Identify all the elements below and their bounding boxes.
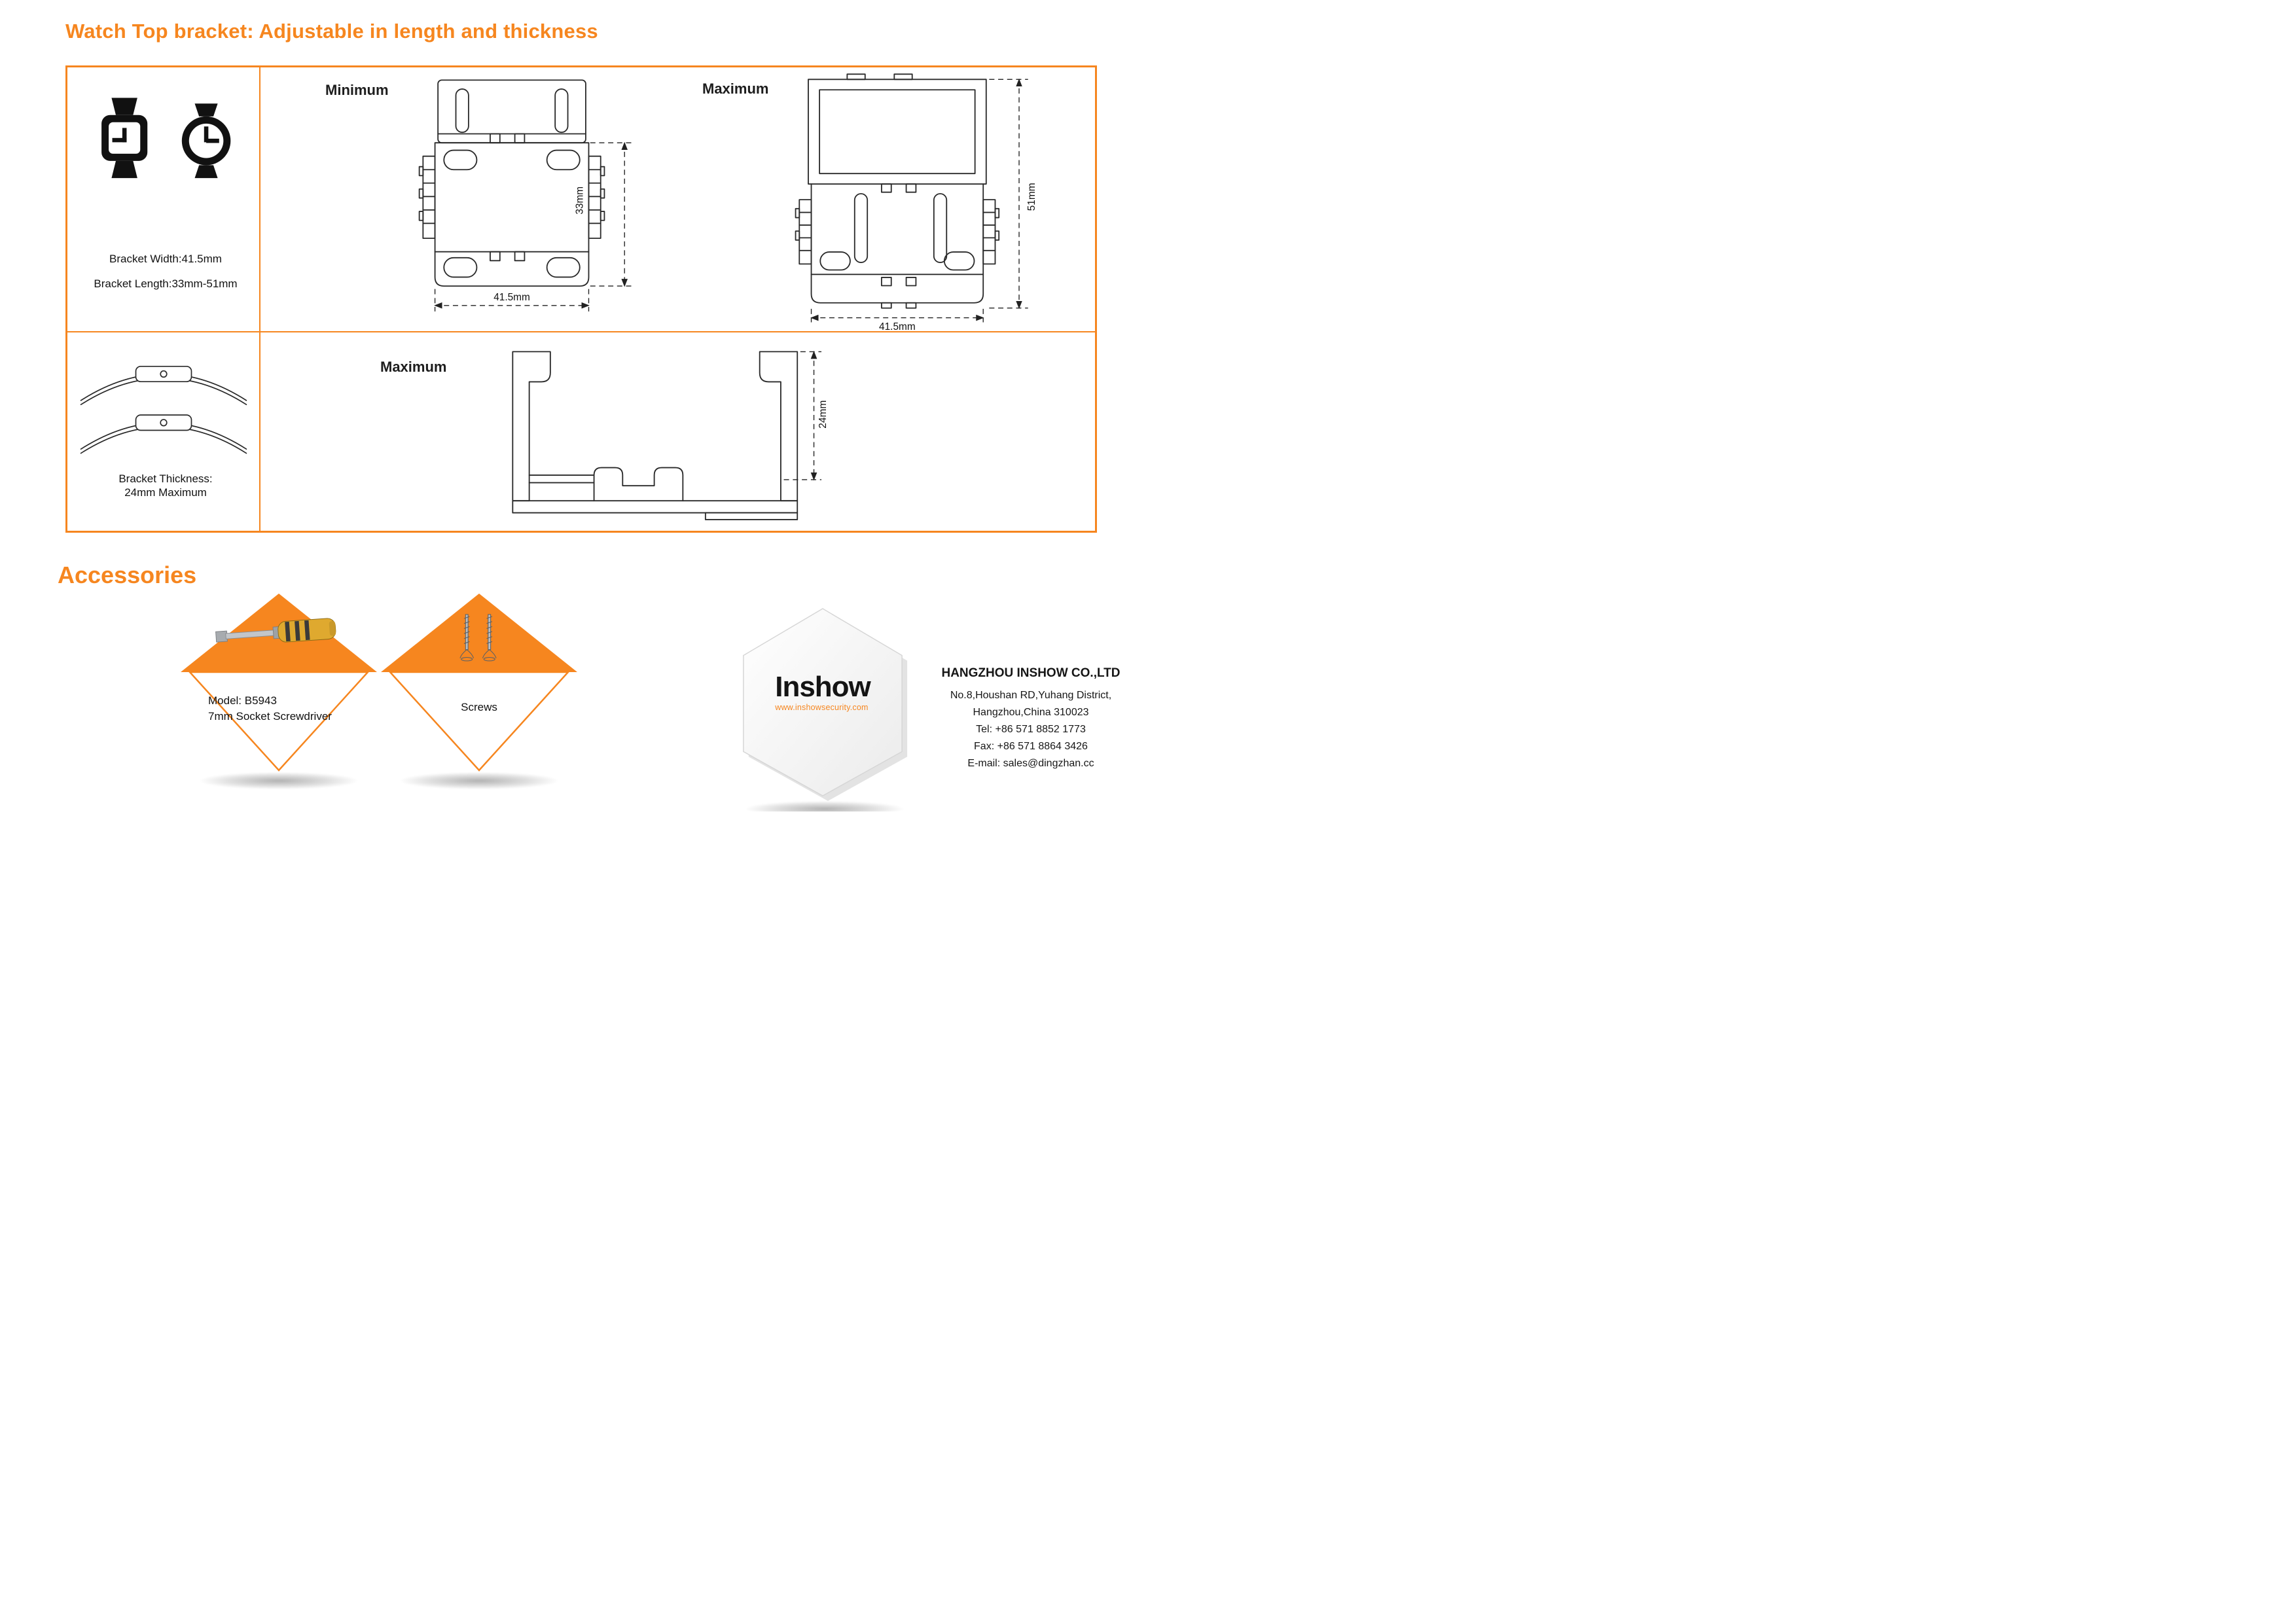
horizontal-divider bbox=[67, 331, 1095, 332]
datasheet-page: Watch Top bracket: Adjustable in length … bbox=[0, 0, 1148, 812]
square-watch-icon bbox=[101, 98, 148, 179]
bracket-width-label: Bracket Width:41.5mm bbox=[109, 253, 222, 265]
side-view-label: Maximum bbox=[380, 359, 447, 375]
bracket-length-label: Bracket Length:33mm-51mm bbox=[94, 277, 238, 290]
screws-card-shadow bbox=[401, 772, 558, 789]
max-height-dim-label: 51mm bbox=[1026, 183, 1037, 211]
accessory-screwdriver-card: Model: B5943 7mm Socket Screwdriver bbox=[181, 592, 377, 774]
side-height-dimension: 24mm bbox=[783, 351, 829, 481]
min-bracket-drawing: 33mm 41.5mm bbox=[418, 79, 636, 312]
accessory-screwdriver-model: Model: B5943 bbox=[208, 694, 277, 707]
accessory-screwdriver-label: Model: B5943 7mm Socket Screwdriver bbox=[208, 693, 352, 724]
min-height-dimension: 33mm bbox=[574, 141, 636, 287]
logo-card: Inshow www.inshowsecurity.com bbox=[732, 605, 914, 802]
max-view-label: Maximum bbox=[702, 80, 769, 97]
min-width-dim-label: 41.5mm bbox=[493, 292, 530, 303]
company-tel: Tel: +86 571 8852 1773 bbox=[976, 724, 1086, 735]
cable-bottom-icon bbox=[80, 414, 247, 454]
company-name: HANGZHOU INSHOW CO.,LTD bbox=[941, 666, 1121, 680]
company-address-line1: No.8,Houshan RD,Yuhang District, bbox=[950, 690, 1112, 701]
accessory-screwdriver-desc: 7mm Socket Screwdriver bbox=[208, 710, 332, 722]
screwdriver-icon bbox=[215, 618, 336, 643]
cable-top-icon bbox=[80, 365, 247, 406]
accessory-screws-card: Screws bbox=[381, 592, 577, 774]
vertical-divider bbox=[259, 67, 260, 531]
min-view-label: Minimum bbox=[325, 82, 389, 98]
accessory-screws-label: Screws bbox=[461, 701, 497, 713]
min-bracket-outline bbox=[418, 79, 605, 287]
accessories-heading: Accessories bbox=[58, 562, 197, 588]
logo-secondary: show bbox=[799, 671, 870, 703]
side-bracket-outline bbox=[512, 351, 798, 520]
accessory-hexagon-shape bbox=[381, 594, 577, 772]
side-height-dim-label: 24mm bbox=[817, 401, 829, 429]
inshow-logo-text: Inshow bbox=[775, 671, 871, 703]
inshow-logo: Inshow www.inshowsecurity.com bbox=[732, 673, 914, 713]
side-bracket-drawing: 24mm bbox=[512, 351, 829, 520]
logo-card-shadow bbox=[746, 801, 903, 812]
company-fax: Fax: +86 571 8864 3426 bbox=[974, 741, 1088, 752]
logo-hexagon-shape bbox=[743, 608, 908, 801]
cable-thickness-icons bbox=[80, 365, 247, 454]
screwdriver-card-shadow bbox=[200, 772, 357, 789]
max-bracket-outline bbox=[795, 73, 1000, 309]
bracket-thickness-label: Bracket Thickness: 24mm Maximum bbox=[74, 472, 257, 499]
company-info: HANGZHOU INSHOW CO.,LTD No.8,Houshan RD,… bbox=[916, 666, 1145, 772]
round-watch-icon bbox=[181, 103, 231, 179]
max-height-dimension: 51mm bbox=[989, 78, 1037, 310]
bracket-thickness-line1: Bracket Thickness: bbox=[118, 473, 213, 485]
max-width-dimension: 41.5mm bbox=[810, 308, 984, 330]
spec-box: Bracket Width:41.5mm Bracket Length:33mm… bbox=[65, 65, 1097, 533]
company-address-line2: Hangzhou,China 310023 bbox=[973, 707, 1089, 718]
page-title: Watch Top bracket: Adjustable in length … bbox=[65, 20, 598, 43]
bracket-thickness-line2: 24mm Maximum bbox=[124, 486, 207, 499]
max-width-dim-label: 41.5mm bbox=[879, 321, 916, 330]
min-width-dimension: 41.5mm bbox=[434, 289, 590, 312]
logo-website: www.inshowsecurity.com bbox=[775, 703, 869, 712]
watch-icons bbox=[101, 98, 231, 179]
max-bracket-drawing: 51mm 41.5mm bbox=[795, 73, 1037, 330]
min-height-dim-label: 33mm bbox=[574, 187, 585, 215]
logo-primary: In bbox=[775, 671, 800, 703]
screws-icon bbox=[459, 614, 497, 662]
company-email: E-mail: sales@dingzhan.cc bbox=[967, 758, 1094, 769]
